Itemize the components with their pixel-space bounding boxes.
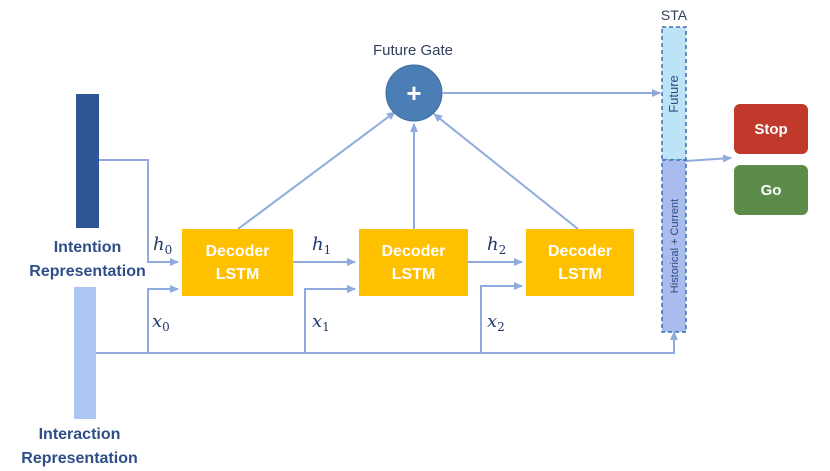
x0-var: x: [152, 311, 162, 332]
interaction-label-line2: Representation: [21, 450, 138, 467]
x1-var: x: [312, 311, 322, 332]
plus-icon: +: [406, 78, 421, 108]
label-x2: x2: [487, 311, 505, 334]
label-h2: h2: [487, 234, 506, 257]
h0-sub: 0: [165, 243, 173, 257]
h0-var: h: [153, 234, 165, 255]
x2-var: x: [487, 311, 497, 332]
decoder-1-line2: LSTM: [216, 266, 260, 283]
connector-lines: [96, 89, 732, 354]
sta-historical-label: Historical + Current: [669, 199, 681, 293]
interaction-representation-label: Interaction Representation: [12, 423, 147, 471]
decoder-2-line1: Decoder: [381, 243, 445, 260]
decoder-2-line2: LSTM: [392, 266, 436, 283]
intention-label-line2: Representation: [29, 263, 146, 280]
h2-sub: 2: [499, 243, 507, 257]
sta-future-label: Future: [666, 75, 681, 113]
h1-var: h: [312, 234, 324, 255]
decoder-3-line1: Decoder: [548, 243, 612, 260]
x1-sub: 1: [322, 320, 330, 334]
sta-future-segment: [661, 26, 687, 161]
intention-representation-label: Intention Representation: [20, 236, 155, 284]
stop-button[interactable]: Stop: [734, 104, 808, 154]
x2-sub: 2: [497, 320, 505, 334]
sta-title: STA: [661, 7, 688, 23]
decoder-lstm-1: Decoder LSTM: [182, 229, 293, 296]
h1-sub: 1: [324, 243, 332, 257]
decoder-lstm-3: Decoder LSTM: [526, 229, 634, 296]
future-gate: [385, 64, 443, 122]
label-h0: h0: [153, 234, 172, 257]
intention-bar: [76, 94, 99, 228]
label-x1: x1: [312, 311, 330, 334]
decoder-lstm-2: Decoder LSTM: [359, 229, 468, 296]
x0-sub: 0: [162, 320, 170, 334]
decoder-1-line1: Decoder: [205, 243, 269, 260]
h2-var: h: [487, 234, 499, 255]
intention-label-line1: Intention: [53, 239, 122, 256]
go-button[interactable]: Go: [734, 165, 808, 215]
label-h1: h1: [312, 234, 331, 257]
interaction-label-line1: Interaction: [38, 426, 121, 443]
decoder-3-line2: LSTM: [558, 266, 602, 283]
sta-historical-segment: [661, 159, 687, 333]
future-gate-label: Future Gate: [373, 42, 453, 59]
label-x0: x0: [152, 311, 170, 334]
interaction-bar: [74, 287, 96, 419]
